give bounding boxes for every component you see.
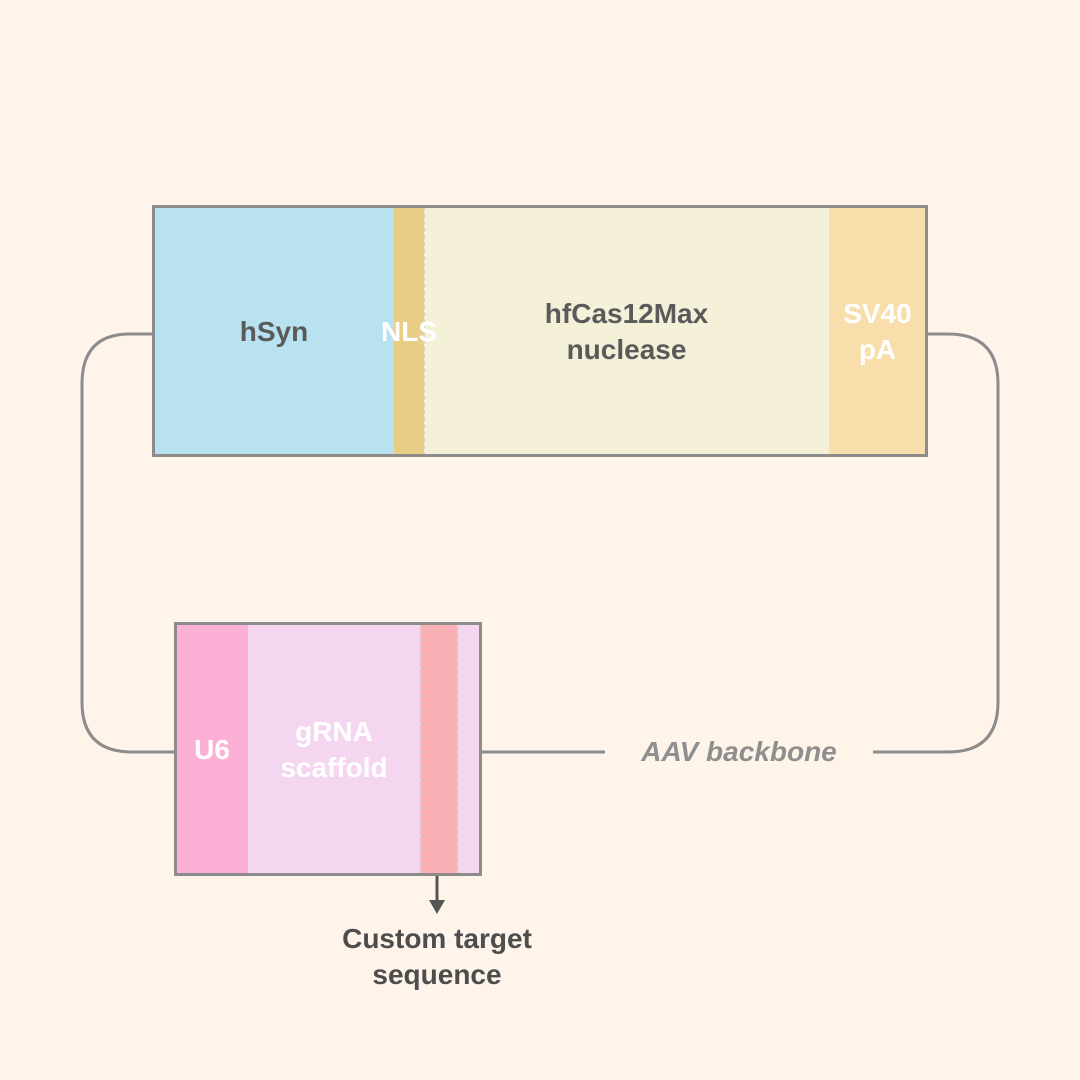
u6-segment xyxy=(176,624,248,874)
nuclease-label: hfCas12Max nuclease xyxy=(544,298,709,365)
grna-label: gRNA scaffold xyxy=(280,716,388,783)
backbone-label: AAV backbone xyxy=(641,736,837,767)
target-segment xyxy=(420,624,458,874)
target-callout-label: Custom target sequence xyxy=(342,923,532,990)
bottom-cassette-outline xyxy=(174,622,482,876)
top-cassette-outline xyxy=(152,205,928,457)
nuclease-segment xyxy=(424,207,829,455)
nls-label: NLS xyxy=(381,316,437,347)
hsyn-label: hSyn xyxy=(239,316,309,347)
nls-segment xyxy=(394,207,424,455)
sv40-segment xyxy=(829,207,926,455)
sv40-label: SV40 pA xyxy=(843,298,912,365)
u6-label: U6 xyxy=(194,734,230,765)
hsyn-segment xyxy=(154,207,394,455)
backbone-right-connector-top xyxy=(873,332,1000,754)
target-callout-arrow-head xyxy=(429,900,445,914)
backbone-left-connector xyxy=(80,332,176,754)
